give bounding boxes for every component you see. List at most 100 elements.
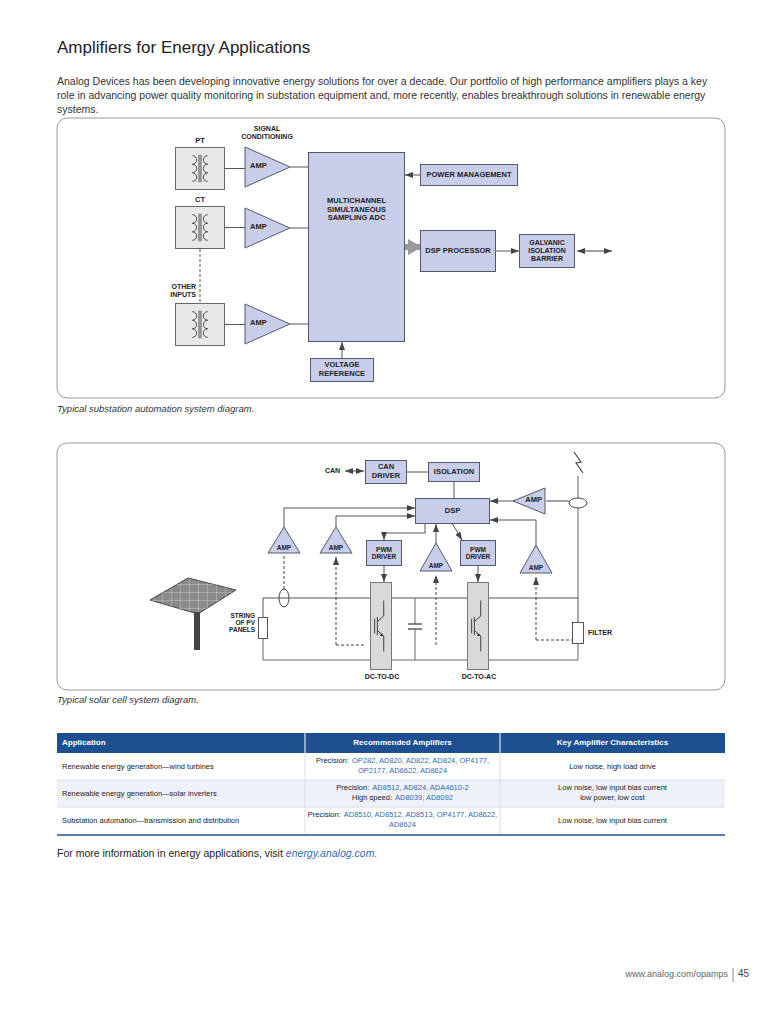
sense-line bbox=[336, 557, 337, 645]
table-cell: Precision: bbox=[316, 756, 349, 765]
amplifier: AMP bbox=[245, 208, 290, 248]
node-text: GALVANIC ISOLATION BARRIER bbox=[522, 239, 572, 263]
wire bbox=[546, 501, 569, 502]
table-cell: AD8039, AD8092 bbox=[395, 793, 453, 802]
igbt-symbol bbox=[468, 583, 488, 669]
figure-caption: Typical substation automation system dia… bbox=[57, 403, 457, 414]
igbt bbox=[375, 601, 384, 652]
node-text: AMP bbox=[250, 162, 267, 171]
amplifier: AMP bbox=[520, 545, 552, 573]
signal-label: SIGNAL CONDITIONING bbox=[241, 125, 293, 140]
table-rule bbox=[57, 834, 725, 836]
node-text: DSP bbox=[445, 507, 460, 516]
sense-line bbox=[436, 575, 437, 645]
connector bbox=[454, 482, 455, 498]
table-cell: Renewable energy generation—solar invert… bbox=[62, 789, 217, 798]
core bbox=[200, 311, 201, 339]
node-text: AMP bbox=[250, 319, 267, 328]
coil bbox=[203, 312, 207, 338]
transformer-box: CT bbox=[175, 206, 225, 249]
capacitor bbox=[415, 629, 416, 660]
table-cell: Precision:OP282, AD820, AD822, AD824, OP… bbox=[307, 756, 498, 776]
node-text: AMP bbox=[320, 544, 352, 551]
process-box: DSP PROCESSOR bbox=[420, 230, 496, 272]
footer-note: energy.analog.com. bbox=[286, 847, 377, 859]
core bbox=[199, 214, 200, 242]
connector bbox=[453, 524, 463, 540]
process-box: CAN DRIVER bbox=[365, 460, 407, 484]
table-cell: Renewable energy generation—wind turbine… bbox=[62, 762, 302, 772]
current-sensor bbox=[569, 498, 587, 508]
amplifier-triangle bbox=[268, 527, 300, 553]
node-text: DC-TO-DC bbox=[351, 673, 413, 681]
table-cell: Low noise, low input bias current bbox=[558, 783, 667, 792]
amplifier: AMP bbox=[245, 147, 290, 187]
table-cell: Precision:AD8512, AD824, ADA4610-2High s… bbox=[307, 783, 498, 803]
footer-url: www.analog.com/opamps bbox=[625, 969, 728, 979]
can-arrow bbox=[345, 471, 364, 472]
connector bbox=[405, 244, 420, 250]
process-box: POWER MANAGEMENT bbox=[420, 164, 518, 186]
table-rule bbox=[57, 780, 725, 781]
table-cell: Renewable energy generation—solar invert… bbox=[62, 789, 302, 799]
amplifier-triangle bbox=[320, 527, 352, 553]
connector bbox=[290, 228, 308, 229]
node-text: CT bbox=[176, 196, 224, 205]
frame bbox=[57, 443, 725, 690]
amplifier-triangle bbox=[245, 208, 290, 248]
node-text: DC-TO-AC bbox=[448, 673, 510, 681]
table-rule bbox=[500, 733, 501, 753]
table-rule bbox=[500, 753, 501, 834]
figure-caption: Typical substation automation system dia… bbox=[57, 403, 254, 414]
intro-paragraph: Analog Devices has been developing innov… bbox=[57, 74, 725, 116]
table-header-cell: Recommended Amplifiers bbox=[305, 738, 500, 747]
node-text: AMP bbox=[250, 223, 267, 232]
node-text: VOLTAGE REFERENCE bbox=[313, 361, 371, 378]
connector bbox=[290, 324, 308, 325]
intro-paragraph: Analog Devices has been developing innov… bbox=[57, 75, 707, 115]
amplifier: AMP bbox=[513, 488, 545, 514]
node-text: PT bbox=[176, 137, 224, 146]
amplifier: AMP bbox=[245, 304, 290, 344]
coil-symbol bbox=[176, 304, 224, 345]
amplifier-triangle bbox=[245, 304, 290, 344]
converter-box: DC-TO-AC bbox=[467, 582, 489, 670]
node-text: AMP bbox=[520, 564, 552, 571]
igbt-symbol bbox=[371, 583, 391, 669]
adc-box: MULTICHANNEL SIMULTANEOUS SAMPLING ADC bbox=[308, 152, 405, 342]
node-text: DSP PROCESSOR bbox=[425, 247, 490, 256]
figure-caption: Typical solar cell system diagram. bbox=[57, 694, 199, 705]
page-title: Amplifiers for Energy Applications bbox=[57, 38, 310, 58]
process-box: DSP bbox=[415, 498, 490, 524]
footer-note: For more information in energy applicati… bbox=[57, 847, 283, 859]
amplifier-triangle bbox=[513, 488, 545, 514]
amplifier-triangle bbox=[520, 545, 552, 573]
table-cell: Substation automation—transmission and d… bbox=[62, 816, 302, 826]
amplifier: AMP bbox=[268, 527, 300, 553]
node-text: AMP bbox=[268, 544, 300, 551]
wire bbox=[263, 639, 578, 660]
table-header-cell: Recommended Amplifiers bbox=[353, 738, 451, 747]
connector bbox=[284, 508, 415, 527]
table-cell: Renewable energy generation—wind turbine… bbox=[62, 762, 214, 771]
sense-line bbox=[536, 577, 537, 640]
pv-string-box: STRING OF PV PANELS bbox=[258, 617, 268, 639]
connector bbox=[290, 167, 308, 168]
connector bbox=[392, 598, 467, 599]
coil bbox=[192, 312, 196, 338]
coil-symbol bbox=[176, 148, 224, 189]
table-cell: Low noise, low input bias current bbox=[500, 816, 725, 826]
table-cell: AD8512, AD824, ADA4610-2 bbox=[372, 783, 468, 792]
frame bbox=[57, 118, 725, 398]
amplifier-triangle bbox=[420, 543, 452, 571]
coil bbox=[203, 156, 207, 182]
node-text: AMP bbox=[525, 496, 542, 505]
capacitor bbox=[408, 623, 422, 624]
node-text: OTHER INPUTS bbox=[166, 283, 196, 299]
core bbox=[199, 155, 200, 183]
coil-symbol bbox=[176, 207, 224, 248]
connector bbox=[407, 472, 428, 473]
filter-box: FILTER bbox=[572, 622, 584, 644]
figure-caption: Typical solar cell system diagram. bbox=[57, 694, 457, 705]
connector bbox=[436, 524, 437, 543]
